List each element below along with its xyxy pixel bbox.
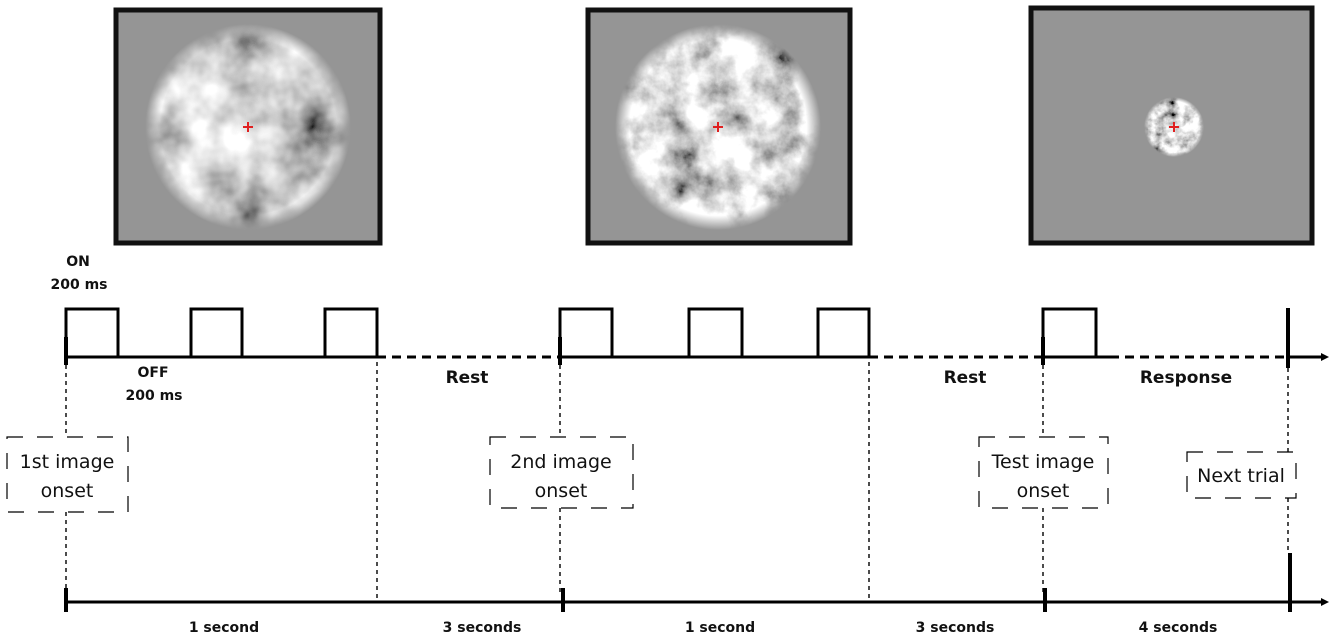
fixation-cross-icon (243, 122, 253, 132)
event-label-3-line1: Test image (991, 451, 1095, 473)
pulse-on-2 (189, 307, 244, 357)
duration-label-2: 3 seconds (443, 620, 522, 636)
duration-label-3: 1 second (685, 620, 755, 636)
event-label-2-line2: onset (535, 480, 588, 502)
stimulus-panel-first-image (113, 7, 383, 246)
pulse-on-5 (687, 307, 744, 357)
event-label-3-line2: onset (1017, 480, 1070, 502)
event-label-1-line2: onset (41, 480, 94, 502)
event-box-2 (489, 436, 634, 509)
rest-label-1: Rest (446, 368, 489, 388)
pulse-on-6 (816, 307, 871, 357)
duration-label-1: 1 second (189, 620, 259, 636)
pulse-on-7 (1041, 307, 1098, 357)
fixation-cross-icon (713, 122, 723, 132)
stimulus-panel-second-image (585, 7, 853, 246)
off-duration-label: 200 ms (125, 388, 182, 404)
response-label: Response (1140, 368, 1232, 388)
event-box-4 (1186, 451, 1297, 499)
event-box-1 (6, 436, 129, 513)
rest-label-2: Rest (944, 368, 987, 388)
on-label: ON (66, 254, 90, 270)
stimulus-panel-test-image (1028, 5, 1315, 246)
duration-label-5: 4 seconds (1139, 620, 1218, 636)
event-label-2-line1: 2nd image (510, 451, 611, 473)
fixation-cross-icon (1169, 122, 1179, 132)
off-label: OFF (137, 365, 168, 381)
stimulus-panels (113, 5, 1315, 246)
pulse-on-3 (323, 307, 379, 357)
pulse-on-4 (558, 307, 614, 357)
duration-label-4: 3 seconds (916, 620, 995, 636)
event-box-3 (978, 436, 1109, 509)
timeline-labels: 1st image onset 2nd image onset Test image on… (20, 254, 1285, 636)
on-duration-label: 200 ms (50, 277, 107, 293)
event-label-4-line1: Next trial (1197, 465, 1285, 487)
pulse-on-1 (64, 307, 120, 357)
event-label-1-line1: 1st image (20, 451, 115, 473)
timeline-lines (6, 307, 1329, 612)
